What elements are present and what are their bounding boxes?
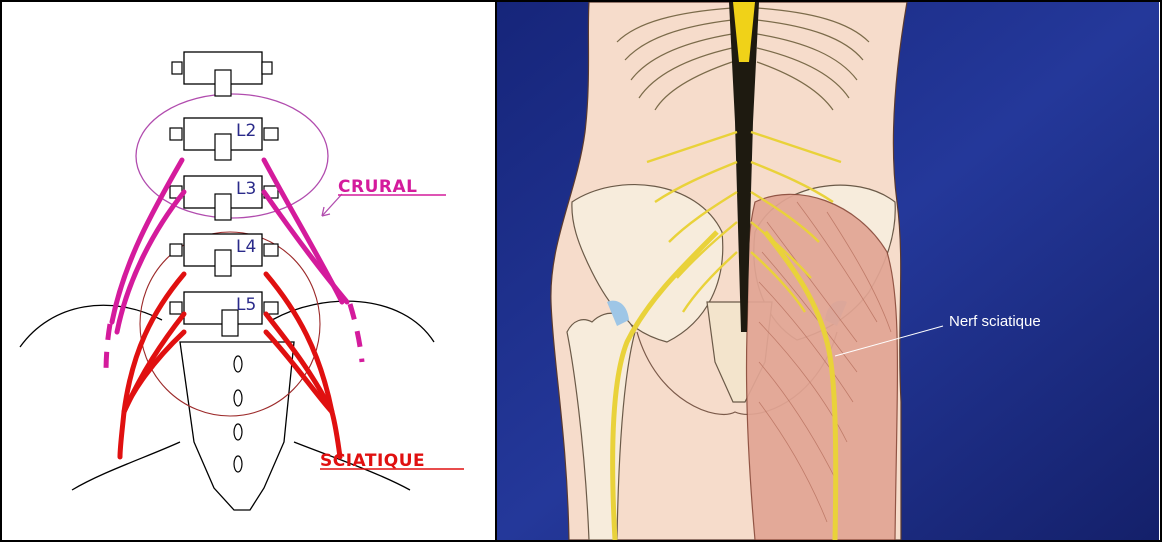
vertebra-label-l2: L2 xyxy=(236,121,256,141)
schematic-svg: L2 L3 L4 L5 xyxy=(2,2,494,540)
vertebra-l4 xyxy=(170,234,278,276)
crural-pointer xyxy=(322,194,342,216)
gluteal-muscles xyxy=(746,194,897,540)
sacrum xyxy=(180,342,294,510)
vertebra-label-l3: L3 xyxy=(236,179,256,199)
vertebra-l3 xyxy=(170,176,278,220)
label-sciatique: SCIATIQUE xyxy=(320,451,425,471)
illustration-svg: Nerf sciatique xyxy=(497,2,1159,540)
vertebra-label-l4: L4 xyxy=(236,237,256,257)
lumbar-roots-schematic: L2 L3 L4 L5 xyxy=(0,0,496,542)
vertebra-l1 xyxy=(172,52,272,96)
vertebra-label-l5: L5 xyxy=(236,295,256,315)
label-crural: CRURAL xyxy=(338,177,417,197)
vertebra-l2 xyxy=(170,118,278,160)
sciatic-nerve-illustration: Nerf sciatique xyxy=(496,0,1162,542)
label-nerf-sciatique: Nerf sciatique xyxy=(949,313,1041,330)
pelvis-lower-left xyxy=(72,442,180,490)
